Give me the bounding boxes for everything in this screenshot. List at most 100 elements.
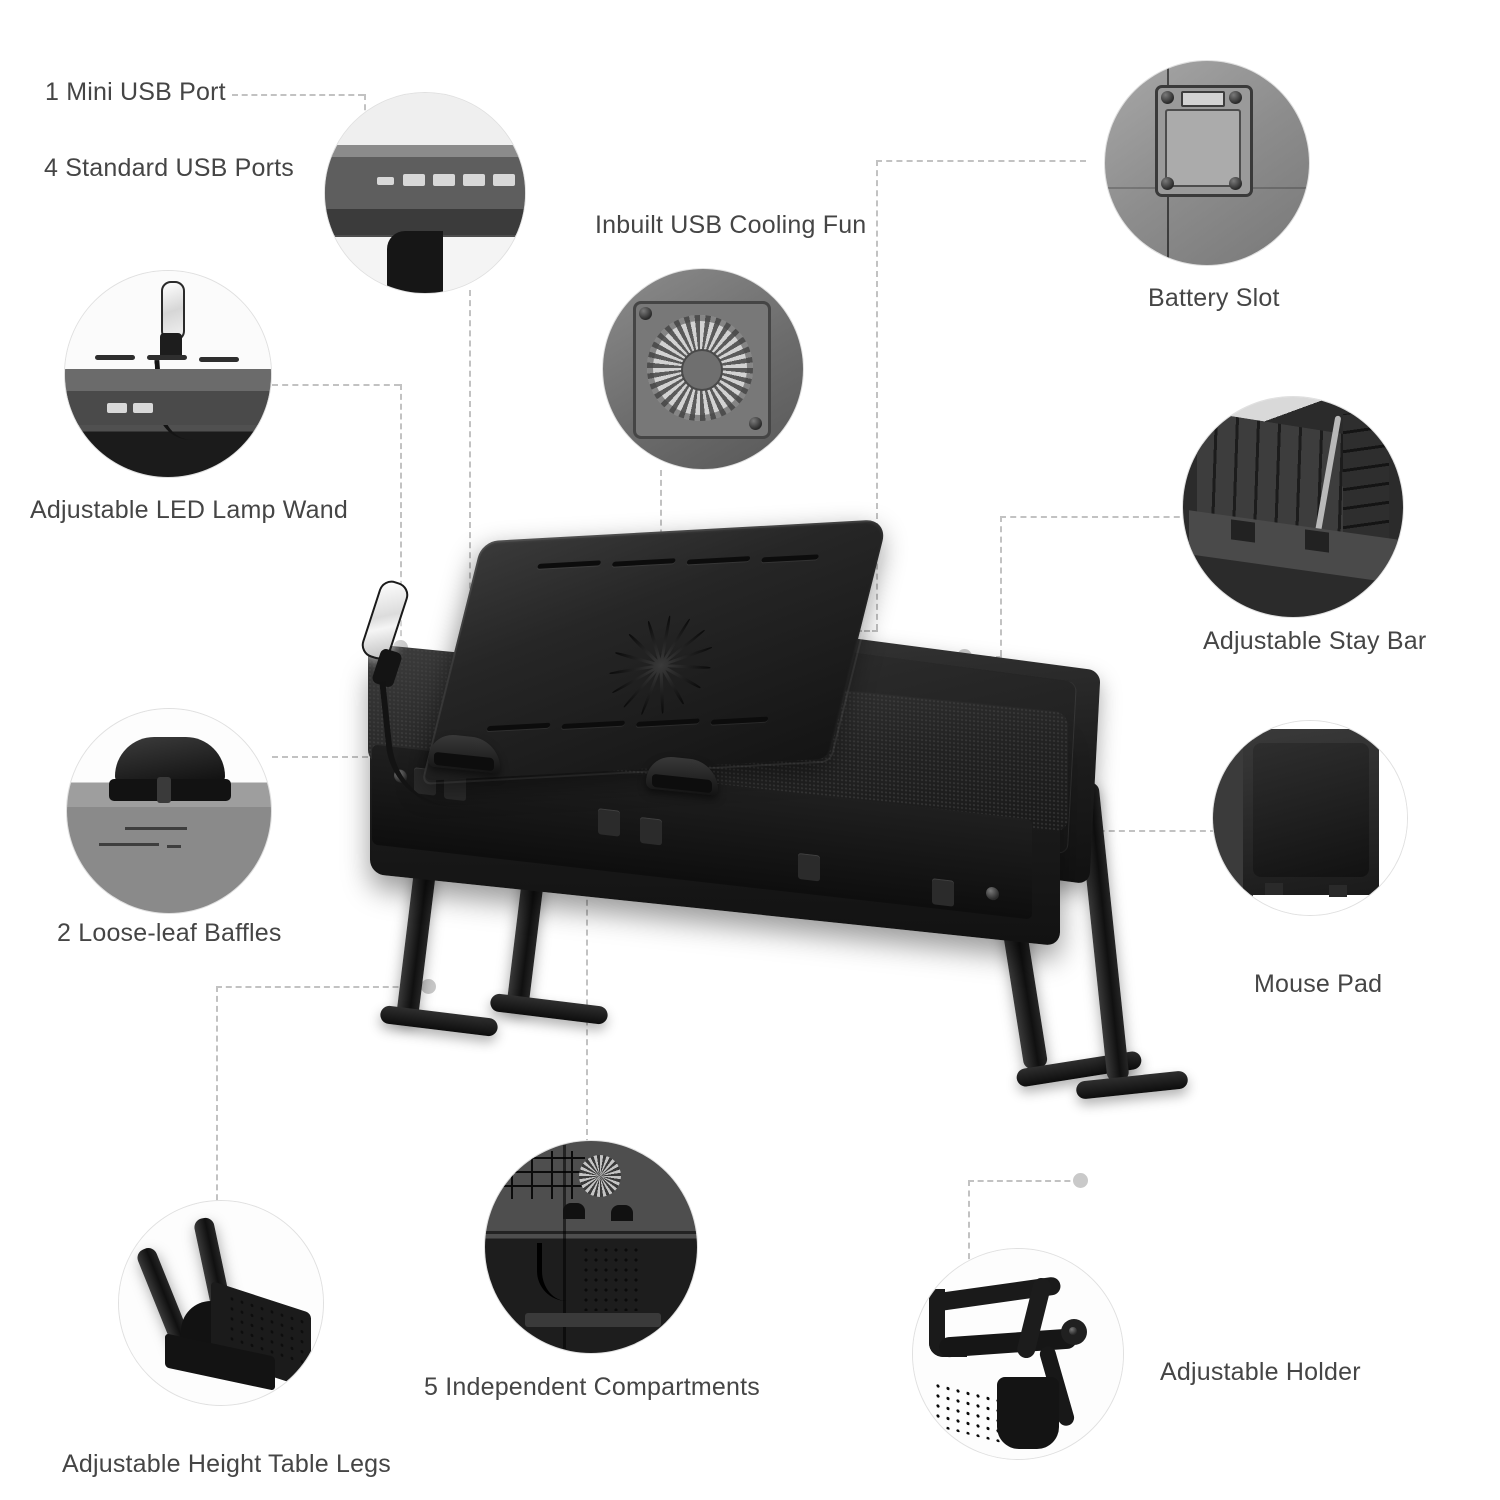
battery-screw-bl bbox=[1161, 177, 1174, 190]
connector-usb-ports bbox=[469, 290, 471, 750]
connector-staybar bbox=[1000, 516, 1190, 518]
product-photo-laptop-desk bbox=[350, 518, 1189, 1180]
led-lamp-photo bbox=[65, 271, 271, 477]
surface-slot bbox=[99, 843, 159, 846]
connector-legs-up bbox=[216, 986, 218, 1230]
label-cooling-fan: Inbuilt USB Cooling Fun bbox=[595, 211, 867, 239]
mousepad-surface bbox=[1253, 743, 1369, 877]
mousepad-tab-right bbox=[1329, 885, 1347, 897]
foot-rear-left bbox=[489, 992, 609, 1026]
foot-front-left bbox=[379, 1004, 499, 1038]
baffle-hinge-pin bbox=[157, 777, 171, 803]
desk-top-edge bbox=[325, 145, 525, 157]
battery-screw-br bbox=[1229, 177, 1242, 190]
connector-lamp-down bbox=[400, 384, 402, 646]
callout-table-legs bbox=[118, 1200, 324, 1406]
surface-slot bbox=[167, 845, 181, 848]
callout-cooling-fan bbox=[602, 268, 804, 470]
fan-screw-tl bbox=[639, 307, 652, 320]
screw-right bbox=[986, 886, 999, 901]
fan-hub bbox=[681, 349, 723, 391]
rail-notch-a bbox=[1231, 519, 1255, 543]
compartment-clip-b bbox=[611, 1205, 633, 1221]
usb-port-hole bbox=[493, 174, 515, 186]
callout-loose-leaf-baffles bbox=[66, 708, 272, 914]
callout-stay-bar bbox=[1182, 396, 1404, 618]
leg-shadow bbox=[387, 231, 443, 293]
callout-adjustable-holder bbox=[912, 1248, 1124, 1460]
usb-port-hole bbox=[133, 403, 153, 413]
label-mini-usb-port: 1 Mini USB Port bbox=[45, 78, 226, 106]
compartments-photo bbox=[485, 1141, 697, 1353]
lamp-wand-body bbox=[161, 281, 185, 341]
connector-holder-right bbox=[968, 1180, 1080, 1182]
connector-dot-legs bbox=[421, 979, 436, 994]
lamp-usb-plug bbox=[160, 333, 182, 359]
vent-slot bbox=[95, 355, 135, 360]
adjustable-holder-photo bbox=[913, 1249, 1123, 1459]
label-loose-leaf-baffles: 2 Loose-leaf Baffles bbox=[57, 919, 282, 947]
stay-bar-photo bbox=[1183, 397, 1403, 617]
battery-latch bbox=[1181, 91, 1225, 107]
compartment-divider-h bbox=[485, 1231, 697, 1234]
connector-battery-top bbox=[876, 160, 1086, 162]
compartment-fan bbox=[579, 1155, 621, 1197]
front-tab-5 bbox=[798, 852, 820, 882]
compartment-grid-upper bbox=[493, 1151, 585, 1199]
callout-usb-ports bbox=[324, 92, 526, 294]
connector-mini-usb bbox=[232, 94, 364, 96]
usb-port-hole bbox=[403, 174, 425, 186]
vent-slot bbox=[147, 355, 187, 360]
rail-notch-b bbox=[1305, 529, 1329, 553]
label-battery-slot: Battery Slot bbox=[1148, 284, 1280, 312]
connector-dot-holder bbox=[1073, 1173, 1088, 1188]
connector-mousepad bbox=[1048, 830, 1216, 832]
callout-mouse-pad bbox=[1212, 720, 1408, 916]
holder-base-mesh bbox=[933, 1379, 1007, 1445]
port-strip bbox=[325, 157, 525, 209]
vent-slot bbox=[199, 357, 239, 362]
connector-holder-up bbox=[968, 1180, 970, 1280]
connector-compartments bbox=[586, 800, 588, 1145]
compartment-cord bbox=[537, 1243, 568, 1301]
connector-battery-in bbox=[848, 630, 878, 632]
holder-base-block bbox=[997, 1377, 1059, 1449]
front-tab-4 bbox=[640, 816, 662, 846]
connector-battery-down bbox=[876, 160, 878, 630]
label-standard-usb-ports: 4 Standard USB Ports bbox=[44, 154, 294, 182]
battery-screw-tr bbox=[1229, 91, 1242, 104]
connector-legs-right bbox=[216, 986, 428, 988]
label-mouse-pad: Mouse Pad bbox=[1254, 970, 1383, 998]
under-shadow bbox=[325, 209, 525, 235]
cooling-fan-photo bbox=[603, 269, 803, 469]
battery-screw-tl bbox=[1161, 91, 1174, 104]
label-compartments: 5 Independent Compartments bbox=[424, 1373, 760, 1401]
table-legs-photo bbox=[119, 1201, 323, 1405]
usb-port-hole bbox=[433, 174, 455, 186]
tilting-laptop-panel bbox=[420, 518, 893, 785]
usb-port-hole bbox=[107, 403, 127, 413]
compartment-base-bar bbox=[525, 1313, 661, 1327]
callout-compartments bbox=[484, 1140, 698, 1354]
usb-ports-photo bbox=[325, 93, 525, 293]
battery-slot-photo bbox=[1105, 61, 1309, 265]
baffle-photo bbox=[67, 709, 271, 913]
connector-staybar-down bbox=[1000, 516, 1002, 656]
front-tab-3 bbox=[598, 808, 620, 837]
connector-baffles bbox=[272, 756, 448, 758]
usb-hub-strip bbox=[65, 391, 271, 425]
connector-lamp bbox=[272, 384, 400, 386]
usb-port-hole bbox=[463, 174, 485, 186]
label-led-lamp-wand: Adjustable LED Lamp Wand bbox=[30, 496, 348, 524]
holder-screw bbox=[1069, 1327, 1077, 1335]
callout-led-lamp bbox=[64, 270, 272, 478]
surface-slot bbox=[125, 827, 187, 830]
front-tab-6 bbox=[932, 878, 954, 907]
label-stay-bar: Adjustable Stay Bar bbox=[1203, 627, 1427, 655]
mini-usb-port-hole bbox=[377, 177, 394, 185]
compartment-mesh bbox=[581, 1245, 643, 1311]
mouse-pad-photo bbox=[1213, 721, 1407, 915]
label-adjustable-holder: Adjustable Holder bbox=[1160, 1358, 1361, 1386]
compartment-clip-a bbox=[563, 1203, 585, 1219]
